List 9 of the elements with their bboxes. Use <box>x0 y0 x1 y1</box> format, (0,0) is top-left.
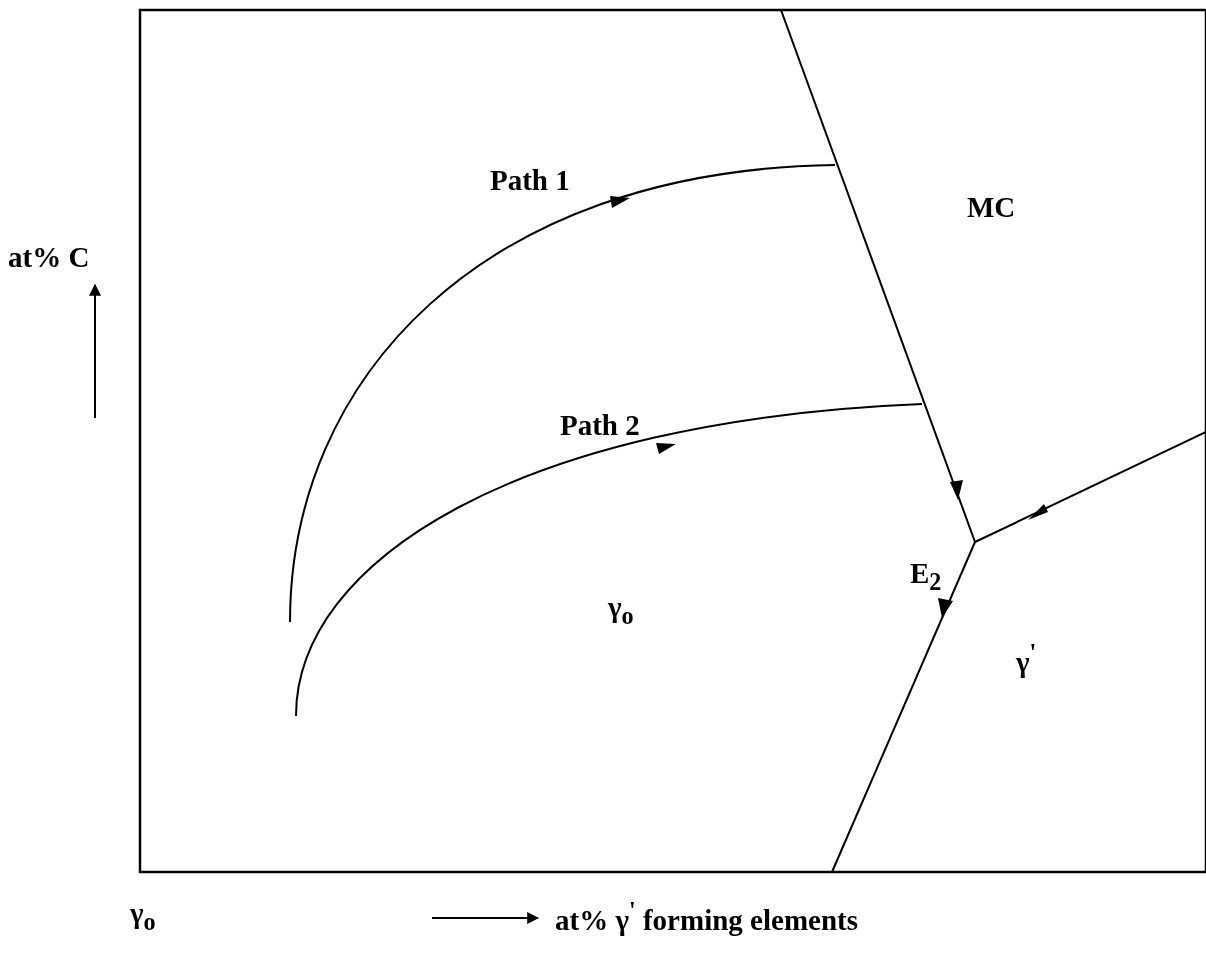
axis-label: at% C <box>8 242 90 274</box>
axis-label: at% γ$^{'}$ forming elements <box>555 898 858 937</box>
path-label: Path 1 <box>490 165 570 197</box>
axis-label: γ$_{o}$ <box>130 898 156 936</box>
point-label: E$_{2}$ <box>910 558 942 596</box>
phase-label: γ$^{'}$ <box>1016 640 1037 679</box>
phase-label: MC <box>967 192 1016 224</box>
path-label: Path 2 <box>560 410 640 442</box>
phase-label: γ$_{o}$ <box>608 592 634 630</box>
